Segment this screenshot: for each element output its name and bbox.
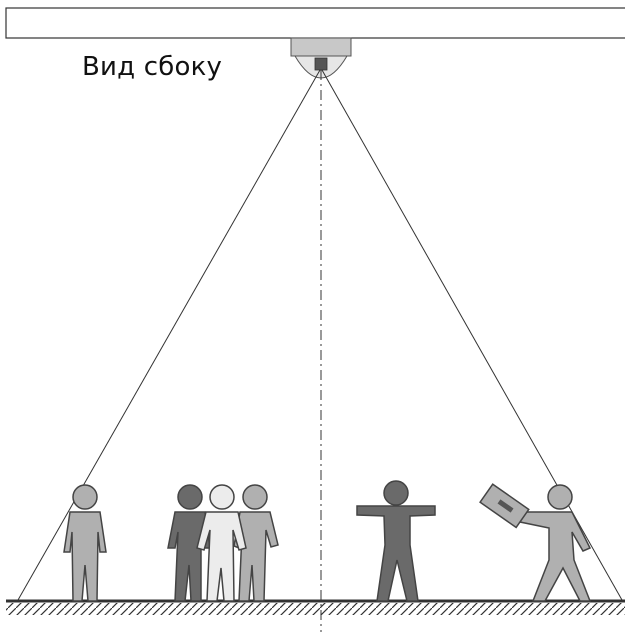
- person-icon: [356, 480, 436, 602]
- person-icon: [167, 484, 211, 602]
- view-title: Вид сбоку: [82, 52, 223, 82]
- person-icon: [479, 483, 592, 602]
- person-icon: [63, 484, 107, 602]
- person-icon: [233, 484, 279, 602]
- fov-left-line: [17, 69, 321, 601]
- person-icon: [196, 484, 247, 602]
- dome-camera-icon: [290, 37, 352, 79]
- ceiling-bar: [5, 7, 625, 39]
- floor: [6, 599, 625, 615]
